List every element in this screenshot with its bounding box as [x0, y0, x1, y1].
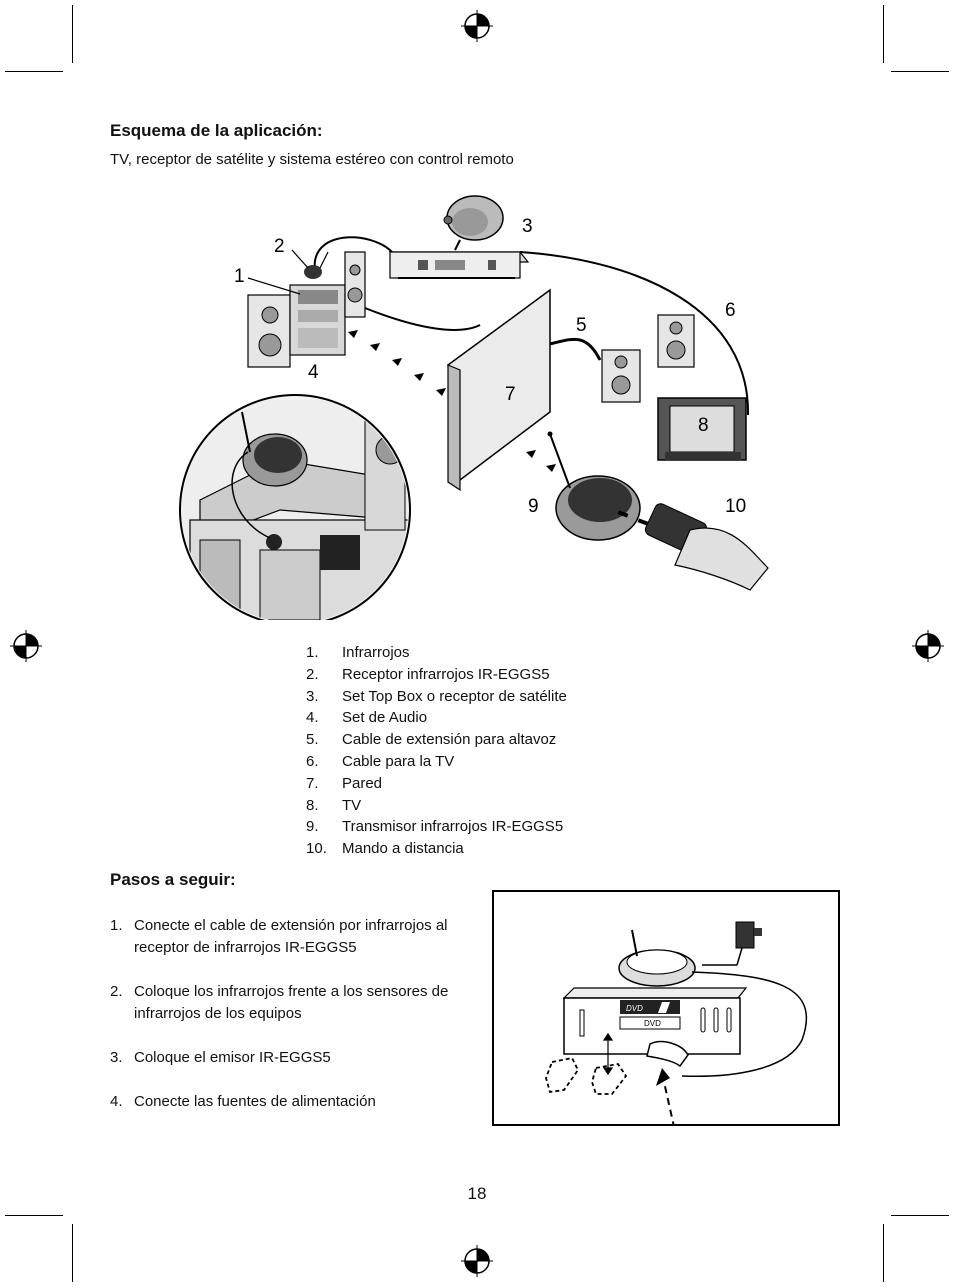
registration-mark-bottom-icon: [461, 1245, 493, 1277]
crop-mark-bottom-right-v: [883, 1224, 884, 1282]
registration-mark-right-icon: [912, 630, 944, 662]
legend-label: TV: [342, 796, 362, 814]
callout-5: 5: [576, 315, 587, 336]
callout-10: 10: [725, 496, 746, 517]
dvd-label: DVD: [644, 1019, 661, 1028]
registration-mark-top-icon: [461, 10, 493, 42]
ir-emitter-icon: [646, 1040, 689, 1068]
step-text: Coloque los infrarrojos frente a los sen…: [134, 983, 449, 1022]
dvd-logo: DVD: [626, 1004, 643, 1013]
callout-4: 4: [308, 362, 319, 383]
callout-9: 9: [528, 496, 539, 517]
speaker-extension-cable-right: [544, 337, 602, 361]
legend-item: 8. TV: [306, 795, 726, 817]
crop-mark-bottom-right-h: [891, 1215, 949, 1216]
legend-number: 9.: [306, 818, 319, 836]
audio-set-icon: [247, 251, 366, 368]
legend-number: 2.: [306, 665, 319, 683]
step-item: 4. Conecte las fuentes de alimentación: [110, 1091, 490, 1113]
section-title-schema: Esquema de la aplicación:: [110, 121, 323, 140]
ir-transmitter-icon: [547, 431, 641, 541]
speaker-extension-cable: [364, 307, 481, 331]
power-adapter-icon: [735, 921, 762, 966]
step-number: 1.: [110, 917, 123, 934]
crop-mark-bottom-left-v: [72, 1224, 73, 1282]
callout-7: 7: [505, 384, 516, 405]
satellite-dish-icon: [443, 195, 504, 251]
legend-number: 4.: [306, 709, 319, 727]
legend-label: Mando a distancia: [342, 840, 464, 858]
remote-ir-arrows: [617, 510, 649, 526]
legend-item: 9. Transmisor infrarrojos IR-EGGS5: [306, 816, 726, 838]
step-text: Coloque el emisor IR-EGGS5: [134, 1049, 331, 1066]
crop-mark-top-left-h: [5, 71, 63, 72]
callout-2: 2: [274, 236, 285, 257]
legend-number: 6.: [306, 752, 319, 770]
legend-item: 5. Cable de extensión para altavoz: [306, 729, 726, 751]
steps-list: 1. Conecte el cable de extensión por infr…: [110, 915, 490, 1135]
legend-number: 8.: [306, 796, 319, 814]
remote-control-icon: [644, 503, 769, 591]
step-text: Conecte las fuentes de alimentación: [134, 1093, 376, 1110]
legend-item: 6. Cable para la TV: [306, 751, 726, 773]
up-down-arrow-icon: [602, 1032, 614, 1076]
legend-label: Set de Audio: [342, 709, 428, 727]
section-subtitle: TV, receptor de satélite y sistema estér…: [110, 151, 514, 168]
step-text: Conecte el cable de extensión por infrar…: [134, 917, 448, 956]
legend-item: 1. Infrarrojos: [306, 642, 726, 664]
legend-label: Cable de extensión para altavoz: [342, 731, 557, 749]
step-item: 3. Coloque el emisor IR-EGGS5: [110, 1047, 490, 1069]
tv-cable: [519, 251, 750, 416]
legend-number: 1.: [306, 644, 319, 661]
registration-mark-left-icon: [10, 630, 42, 662]
callout-3: 3: [522, 216, 533, 237]
legend-number: 7.: [306, 774, 319, 792]
legend-item: 7. Pared: [306, 773, 726, 795]
legend-label: Receptor infrarrojos IR-EGGS5: [342, 665, 550, 683]
legend-label: Infrarrojos: [342, 644, 410, 661]
step-item: 2. Coloque los infrarrojos frente a los s…: [110, 981, 490, 1025]
legend-item: 4. Set de Audio: [306, 707, 726, 729]
dvd-setup-illustration: DVD DVD: [492, 890, 840, 1126]
legend-item: 2. Receptor infrarrojos IR-EGGS5: [306, 664, 726, 686]
legend-label: Set Top Box o receptor de satélite: [342, 687, 567, 705]
legend-label: Cable para la TV: [342, 752, 455, 770]
diagram-legend: 1. Infrarrojos 2. Receptor infrarrojos IR-…: [306, 642, 726, 860]
legend-item: 3. Set Top Box o receptor de satélite: [306, 686, 726, 708]
step-item: 1. Conecte el cable de extensión por infr…: [110, 915, 490, 959]
infrared-arrows: [348, 330, 556, 472]
legend-label: Pared: [342, 774, 383, 792]
step-number: 2.: [110, 983, 123, 1000]
crop-mark-top-right-v: [883, 5, 884, 63]
legend-number: 10.: [306, 840, 327, 858]
crop-mark-bottom-left-h: [5, 1215, 63, 1216]
crop-mark-top-left-v: [72, 5, 73, 63]
tv-icon: [657, 397, 747, 461]
crop-mark-top-right-h: [891, 71, 949, 72]
application-diagram: 1 2 3 4 5 6 7 8 9 10: [179, 195, 769, 620]
zoom-detail-circle: [179, 394, 411, 620]
callout-1: 1: [234, 266, 245, 287]
callout-8: 8: [698, 415, 709, 436]
page-number: 18: [467, 1184, 487, 1203]
step-number: 4.: [110, 1093, 123, 1110]
section-title-steps: Pasos a seguir:: [110, 870, 236, 889]
step-number: 3.: [110, 1049, 123, 1066]
callout-6: 6: [725, 300, 736, 321]
emitter-placement-dashed-icon: [545, 1056, 628, 1095]
set-top-box-icon: [388, 251, 530, 279]
right-speakers-icon: [601, 314, 695, 403]
legend-number: 5.: [306, 731, 319, 749]
receiver-cable: [313, 236, 393, 271]
legend-number: 3.: [306, 687, 319, 705]
ir-receiver-icon: [618, 929, 696, 987]
legend-item: 10. Mando a distancia: [306, 838, 726, 860]
wall-icon: [447, 288, 551, 492]
legend-label: Transmisor infrarrojos IR-EGGS5: [342, 818, 564, 836]
ir-direction-arrow-icon: [656, 1068, 675, 1126]
